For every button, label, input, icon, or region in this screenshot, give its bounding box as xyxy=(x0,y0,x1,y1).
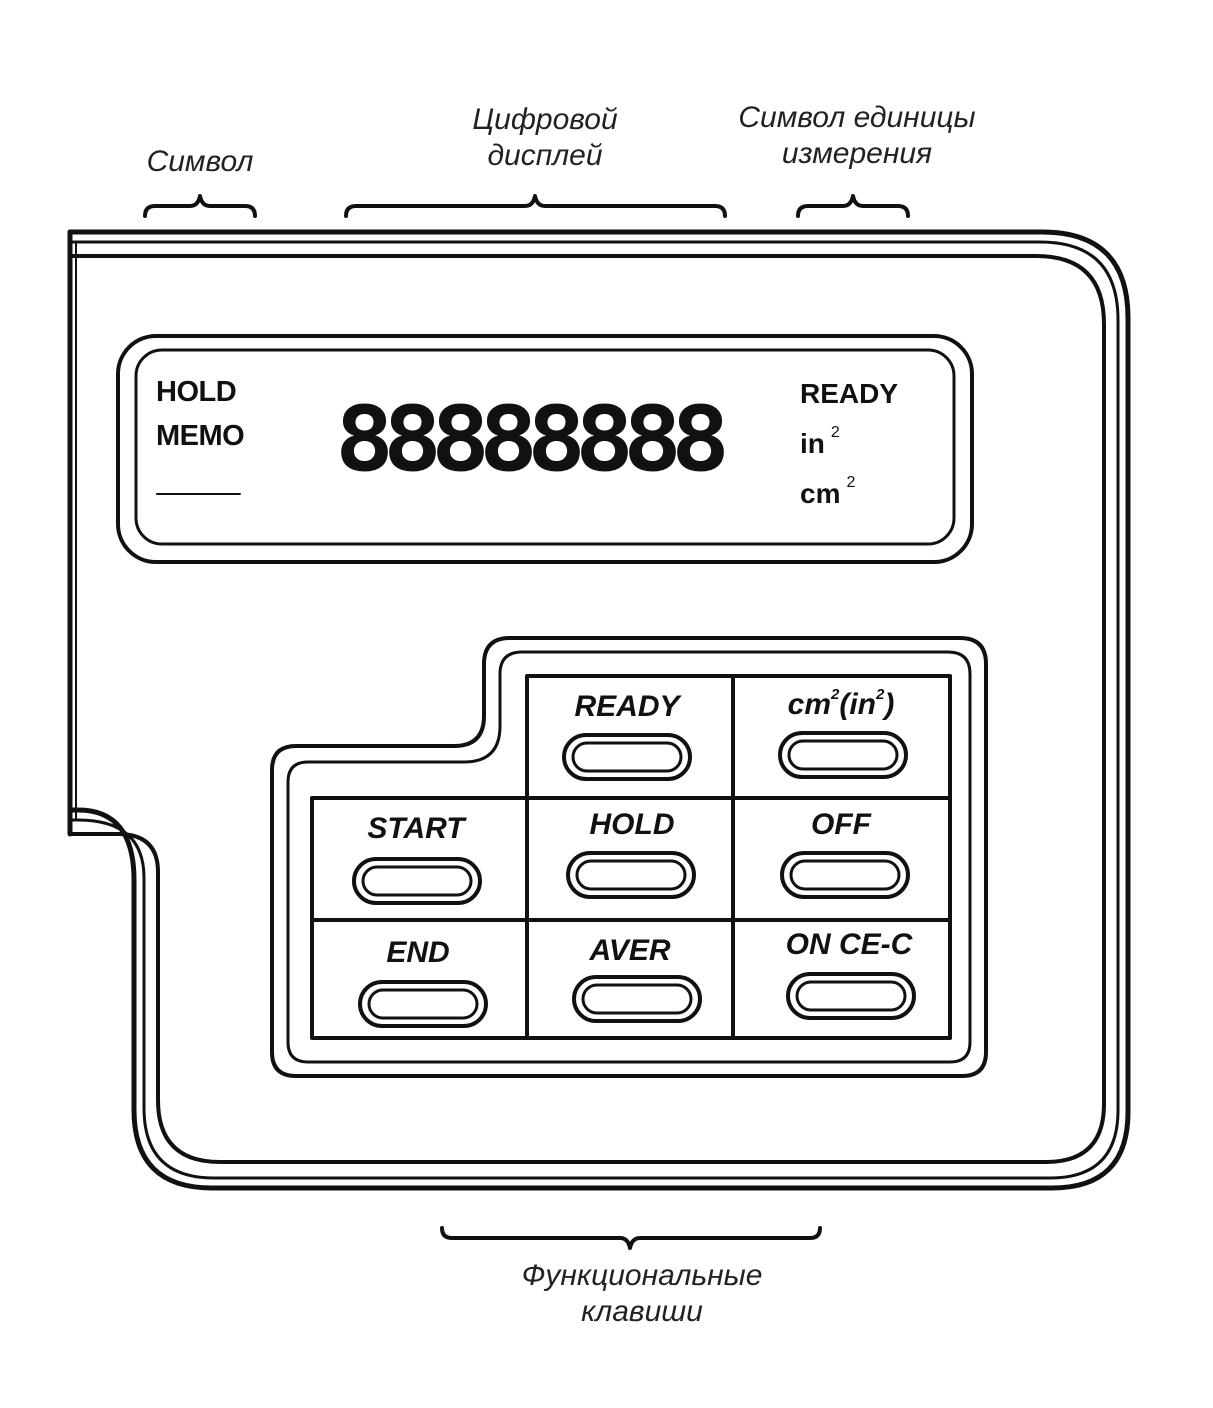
area-unit-button[interactable] xyxy=(776,729,910,781)
function-keys-caption: Функциональные клавиши xyxy=(482,1258,802,1330)
on-ce-c-button[interactable] xyxy=(784,970,918,1022)
unit-key-in: (in xyxy=(839,688,876,721)
symbol-caption-text: Символ xyxy=(146,145,254,178)
digital-display-caption-line1: Цифровой xyxy=(472,103,618,136)
digital-display-caption-line2: дисплей xyxy=(487,139,603,172)
unit-key-close: ) xyxy=(884,688,895,721)
aver-key-button-shape xyxy=(572,975,702,1023)
on-ce-c-key-label: ON CE-C xyxy=(785,928,913,961)
unit-key-cm: cm xyxy=(787,688,831,721)
off-key-button-shape xyxy=(780,851,910,899)
off-button[interactable] xyxy=(778,849,912,901)
unit-key-label: cm2(in2) xyxy=(741,686,941,722)
lcd-hold-symbol: HOLD xyxy=(156,376,237,408)
unit-symbol-caption: Символ единицы измерения xyxy=(712,100,1002,172)
brace-symbol xyxy=(143,194,257,218)
lcd-in-exponent: 2 xyxy=(830,423,840,441)
lcd-memo-symbol: MEMO xyxy=(156,420,245,452)
end-button[interactable] xyxy=(356,978,490,1030)
end-key-label: END xyxy=(386,936,450,969)
hold-button[interactable] xyxy=(564,849,698,901)
unit-key-cm-exp: 2 xyxy=(831,686,840,703)
brace-unit-symbol xyxy=(796,194,910,218)
unit-symbol-caption-line1: Символ единицы xyxy=(738,101,976,134)
function-keys-caption-line2: клавиши xyxy=(581,1295,703,1328)
brace-digital-display xyxy=(344,194,727,218)
aver-button[interactable] xyxy=(570,973,704,1025)
unit-key-in-exp: 2 xyxy=(876,686,885,703)
unit-symbol-caption-line2: измерения xyxy=(781,137,933,170)
function-keys-caption-line1: Функциональные xyxy=(521,1259,763,1292)
off-key-label: OFF xyxy=(811,808,871,841)
lcd-cm-text: cm xyxy=(800,478,841,509)
ready-key-button-shape xyxy=(562,733,692,781)
on-ce-c-key-button-shape xyxy=(786,972,916,1020)
digital-display-caption: Цифровой дисплей xyxy=(420,102,670,174)
lcd-cm2-unit: cm 2 xyxy=(800,474,855,510)
lcd-in-text: in xyxy=(800,428,825,459)
brace-function-keys xyxy=(440,1226,822,1250)
symbol-caption: Символ xyxy=(120,144,280,180)
start-key-label: START xyxy=(367,812,465,845)
lcd-ready-symbol: READY xyxy=(800,378,899,409)
hold-key-label: HOLD xyxy=(589,808,675,841)
lcd-cm-exponent: 2 xyxy=(846,473,856,491)
hold-key-button-shape xyxy=(566,851,696,899)
start-key-button-shape xyxy=(352,857,482,905)
start-button[interactable] xyxy=(350,855,484,907)
aver-key-label: AVER xyxy=(589,934,671,967)
end-key-button-shape xyxy=(358,980,488,1028)
ready-button[interactable] xyxy=(560,731,694,783)
lcd-in2-unit: in 2 xyxy=(800,424,840,460)
lcd-digits: 88888888 xyxy=(335,386,730,492)
ready-key-label: READY xyxy=(574,690,680,723)
unit-key-button-shape xyxy=(778,731,908,779)
